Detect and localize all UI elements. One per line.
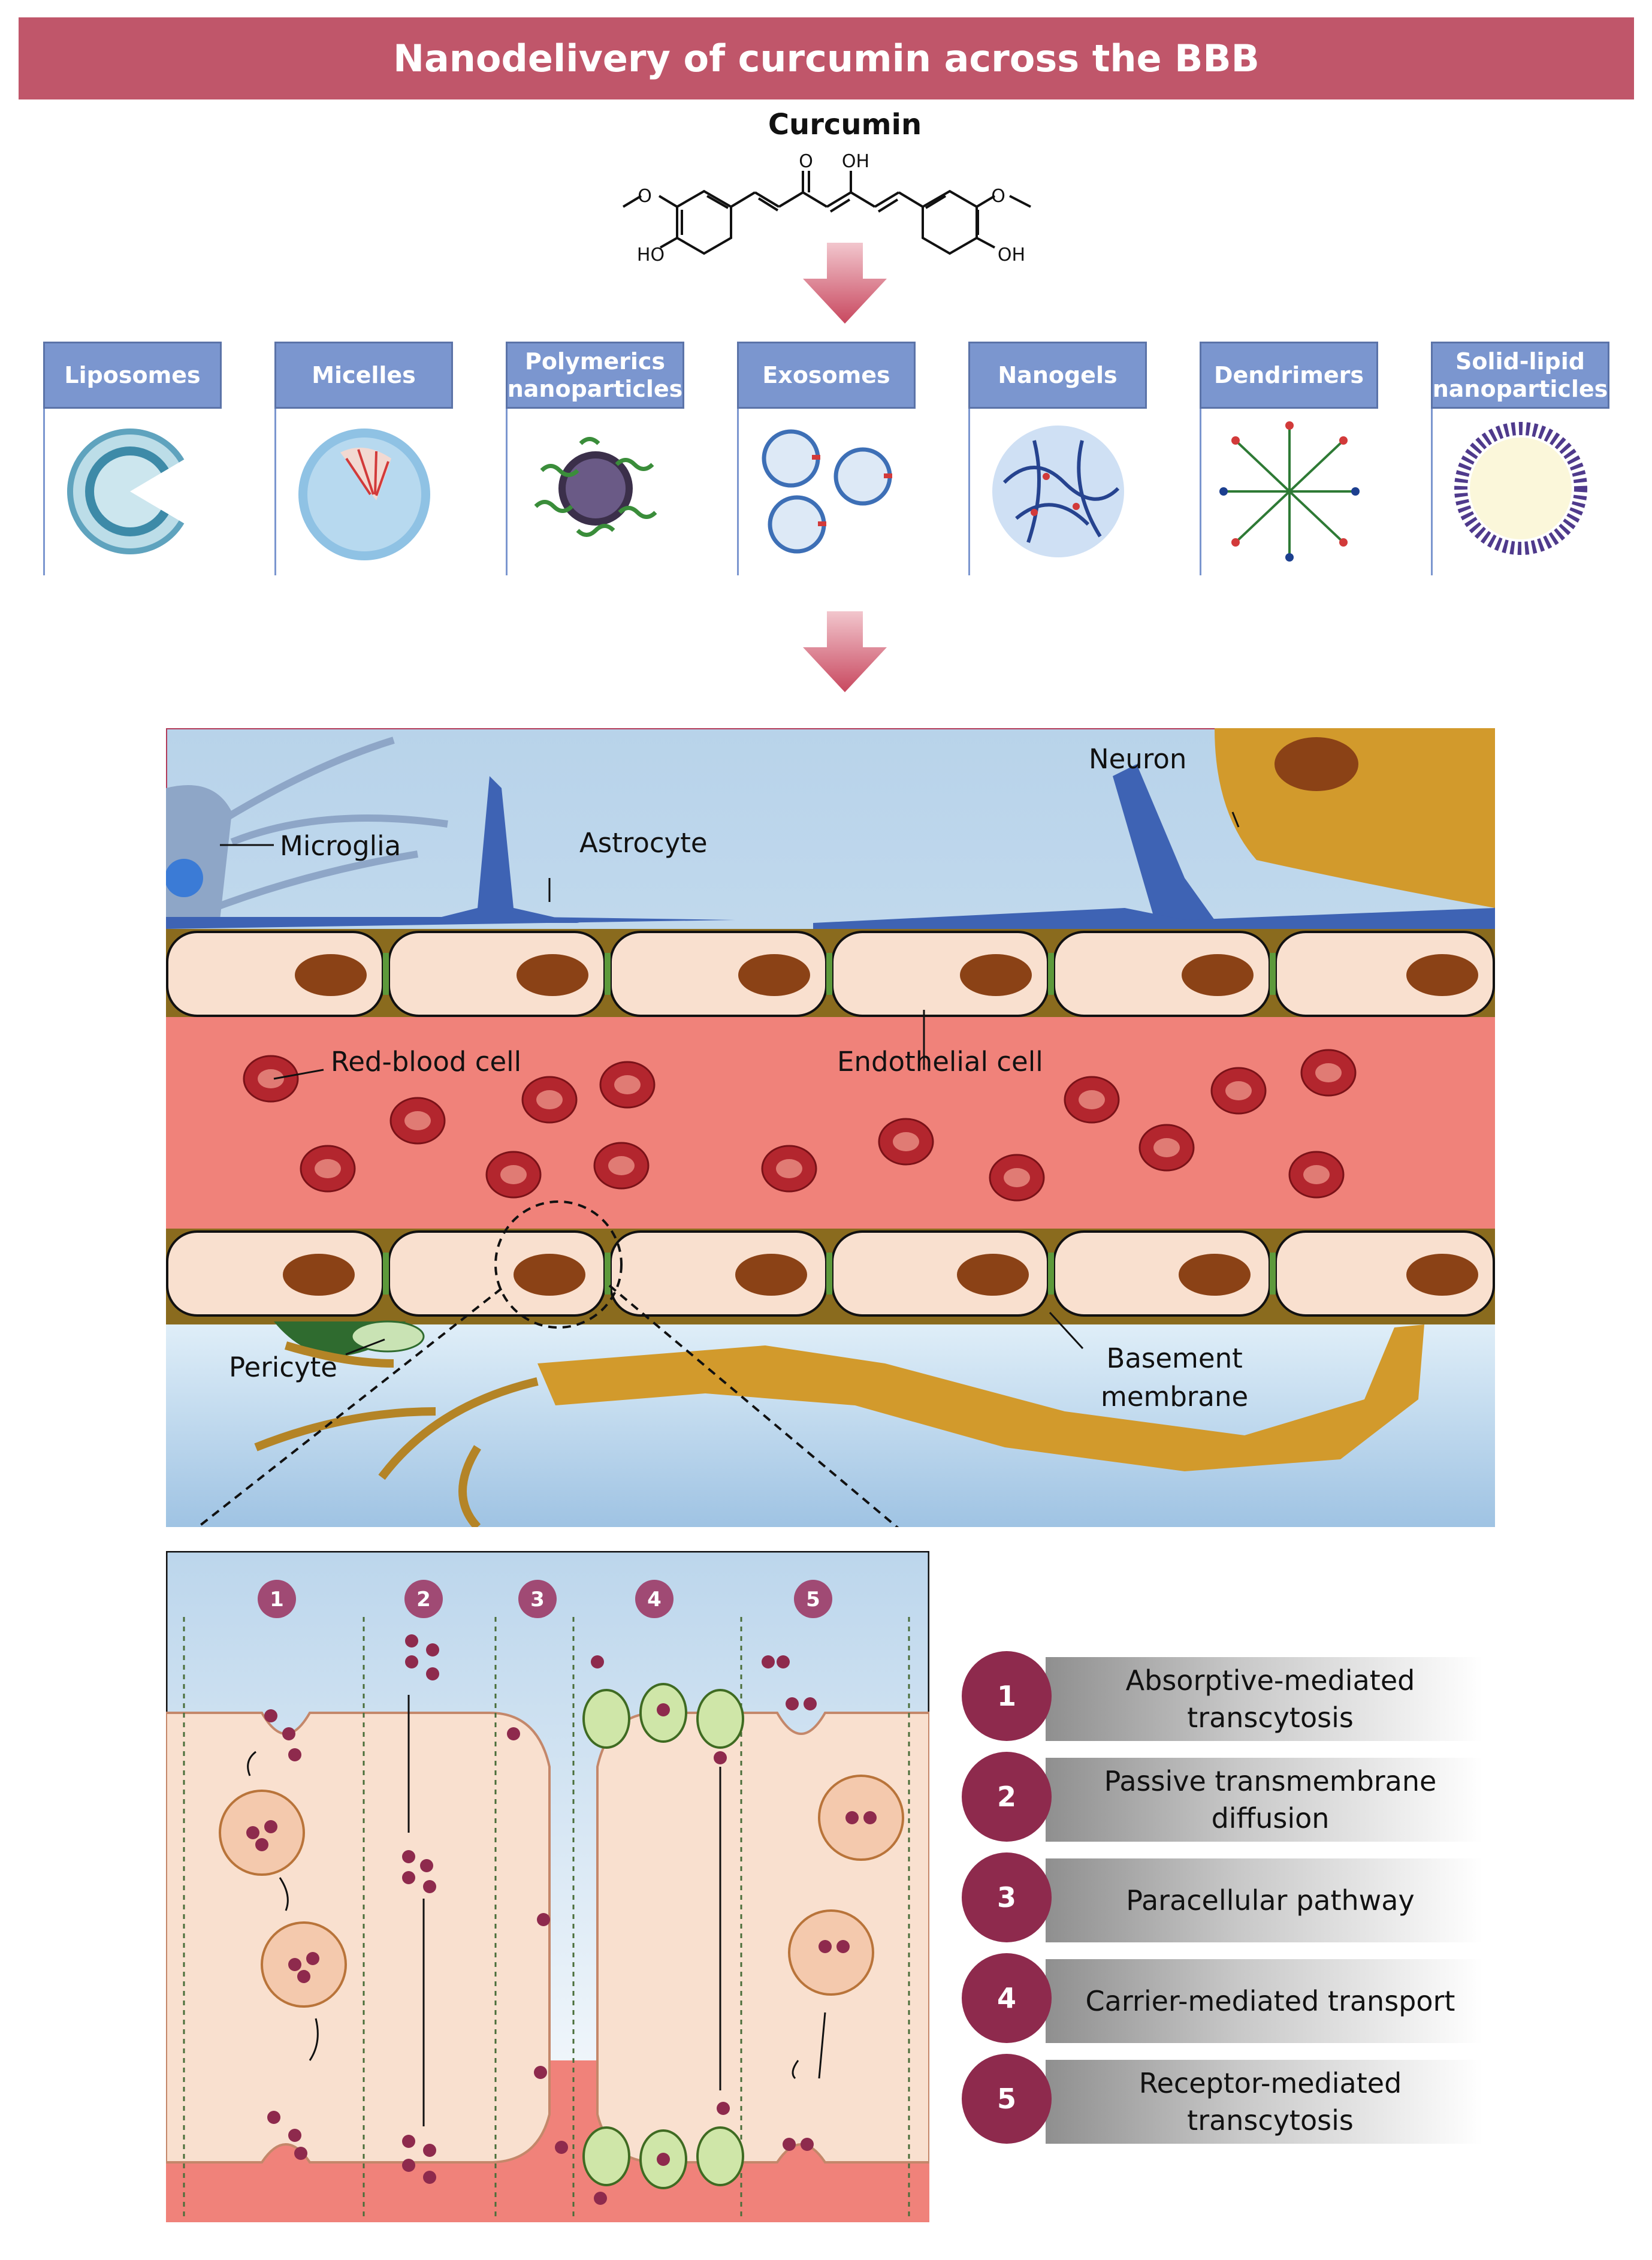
exosome-icon bbox=[762, 429, 892, 554]
transport-zoom-panel: 1 2 3 4 5 bbox=[164, 1549, 931, 2224]
carrier-label: Polymerics nanoparticles bbox=[506, 342, 684, 409]
liposome-icon bbox=[67, 429, 196, 554]
ketone-label: O bbox=[799, 151, 813, 172]
carrier-label: Solid-lipid nanoparticles bbox=[1431, 342, 1609, 409]
enol-label: OH bbox=[842, 151, 869, 172]
basement-membrane-label: Basement membrane bbox=[1101, 1342, 1249, 1413]
arrow-down-icon bbox=[803, 611, 887, 692]
carrier-nanogels: Nanogels bbox=[968, 342, 1147, 575]
carrier-label: Micelles bbox=[274, 342, 453, 409]
arrow-down-icon bbox=[803, 243, 887, 324]
carrier-label: Nanogels bbox=[968, 342, 1147, 409]
carrier-label: Exosomes bbox=[737, 342, 916, 409]
carrier-micelles: Micelles bbox=[274, 342, 453, 575]
carrier-polymeric: Polymerics nanoparticles bbox=[506, 342, 684, 575]
pathway-legend-4: 4 Carrier-mediated transport bbox=[962, 1953, 1483, 2043]
pathway-number: 4 bbox=[962, 1953, 1052, 2043]
carrier-solid-lipid: Solid-lipid nanoparticles bbox=[1431, 342, 1609, 575]
neuron-label: Neuron bbox=[1089, 743, 1187, 775]
carrier-liposomes: Liposomes bbox=[43, 342, 222, 575]
carrier-exosomes: Exosomes bbox=[737, 342, 916, 575]
pathway-name: Paracellular pathway bbox=[1126, 1884, 1415, 1917]
oh-label: OH bbox=[998, 245, 1025, 265]
bbb-illustration bbox=[165, 727, 1496, 1553]
pathway-name: Passive transmembrane diffusion bbox=[1104, 1765, 1437, 1834]
bbb-scene: Microglia Astrocyte Neuron Red-blood cel… bbox=[165, 727, 1496, 1553]
astrocyte-label: Astrocyte bbox=[579, 827, 708, 859]
molecule-name: Curcumin bbox=[768, 108, 922, 141]
carrier-label: Dendrimers bbox=[1200, 342, 1378, 409]
pathway-number: 3 bbox=[962, 1852, 1052, 1942]
pathway-legend-2: 2 Passive transmembrane diffusion bbox=[962, 1752, 1483, 1842]
curcumin-structure: O O O OH HO OH bbox=[622, 151, 1031, 265]
nanogel-icon bbox=[992, 426, 1124, 557]
pathway-name: Absorptive-mediated transcytosis bbox=[1125, 1664, 1415, 1734]
svg-text:2: 2 bbox=[416, 1588, 431, 1612]
svg-text:1: 1 bbox=[270, 1588, 284, 1612]
banner-title: Nanodelivery of curcumin across the BBB bbox=[19, 17, 1634, 99]
svg-text:3: 3 bbox=[530, 1588, 545, 1612]
carrier-label: Liposomes bbox=[43, 342, 222, 409]
svg-text:4: 4 bbox=[647, 1588, 662, 1612]
dendrimer-icon bbox=[1219, 421, 1360, 562]
polymeric-nanoparticle-icon bbox=[534, 437, 657, 537]
microglia-label: Microglia bbox=[280, 830, 401, 862]
transport-illustration: 1 2 3 4 5 bbox=[164, 1549, 931, 2224]
ho-label: HO bbox=[637, 245, 665, 265]
endothelial-cell-label: Endothelial cell bbox=[837, 1046, 1043, 1078]
carrier-dendrimers: Dendrimers bbox=[1200, 342, 1378, 575]
pathway-legend-5: 5 Receptor-mediated transcytosis bbox=[962, 2054, 1483, 2144]
svg-text:5: 5 bbox=[806, 1588, 820, 1612]
solid-lipid-nanoparticle-icon bbox=[1454, 422, 1587, 555]
pathway-legend-1: 1 Absorptive-mediated transcytosis bbox=[962, 1651, 1483, 1741]
pathway-number: 5 bbox=[962, 2054, 1052, 2144]
svg-text:O: O bbox=[638, 186, 652, 207]
pathway-number: 2 bbox=[962, 1752, 1052, 1842]
red-blood-cell-label: Red-blood cell bbox=[331, 1046, 522, 1078]
pathway-number: 1 bbox=[962, 1651, 1052, 1741]
svg-text:O: O bbox=[991, 186, 1005, 207]
pathway-legend-3: 3 Paracellular pathway bbox=[962, 1852, 1483, 1942]
pericyte-label: Pericyte bbox=[229, 1351, 337, 1383]
pathway-name: Carrier-mediated transport bbox=[1085, 1985, 1455, 2017]
pathway-name: Receptor-mediated transcytosis bbox=[1138, 2067, 1402, 2137]
micelle-icon bbox=[298, 429, 430, 560]
